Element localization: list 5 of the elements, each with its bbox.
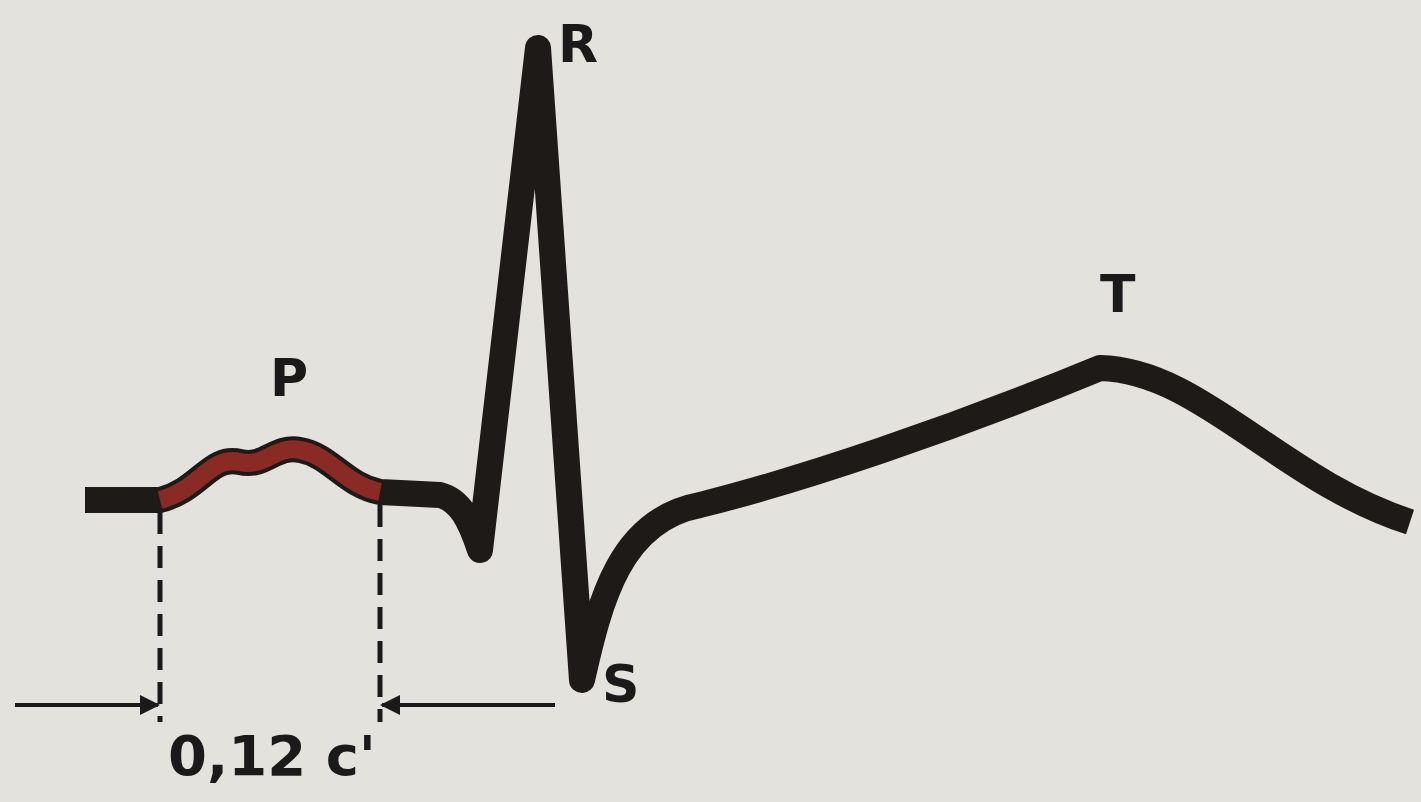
wave-label: R: [558, 18, 599, 70]
wave-label: T: [1100, 268, 1136, 320]
wave-label: P: [270, 352, 309, 404]
wave-label: S: [602, 658, 640, 710]
duration-label: 0,12 c': [168, 728, 376, 784]
